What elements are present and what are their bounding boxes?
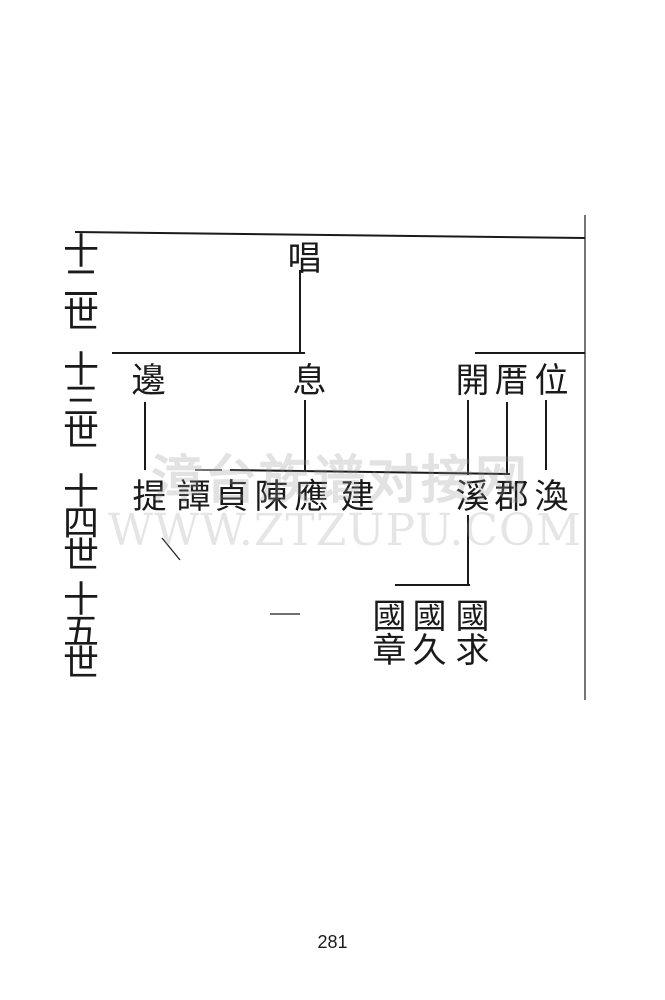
person-wei: 位: [528, 362, 568, 396]
person-kai: 開: [449, 362, 489, 396]
person-zhen: 貞: [208, 478, 248, 512]
person-ying: 應: [288, 478, 328, 512]
generation-label-12: 十二世: [57, 232, 98, 328]
person-xi2: 溪: [449, 478, 489, 512]
generation-label-15: 十五世: [57, 580, 98, 676]
person-jian: 建: [334, 478, 374, 512]
person-chang: 唱: [281, 240, 321, 274]
person-huan: 渙: [528, 478, 568, 512]
watermark-cn: 漳台族谱对接网: [150, 451, 529, 511]
person-guojiu: 國久: [406, 598, 446, 666]
person-ti: 提: [126, 478, 166, 512]
generation-label-14: 十四世: [57, 472, 98, 568]
person-xi: 息: [286, 362, 326, 396]
watermark-en: WWW.ZTZUPU.COM: [107, 505, 583, 556]
person-jun: 郡: [488, 478, 528, 512]
person-bian: 邊: [125, 362, 165, 396]
generation-label-13: 十三世: [57, 350, 98, 446]
person-tan: 譚: [170, 478, 210, 512]
person-chen: 陳: [248, 478, 288, 512]
person-guozhang: 國章: [366, 598, 406, 666]
person-guoqiu: 國求: [449, 598, 489, 666]
page-number: 281: [317, 932, 348, 952]
person-ge: 厝: [488, 362, 528, 396]
